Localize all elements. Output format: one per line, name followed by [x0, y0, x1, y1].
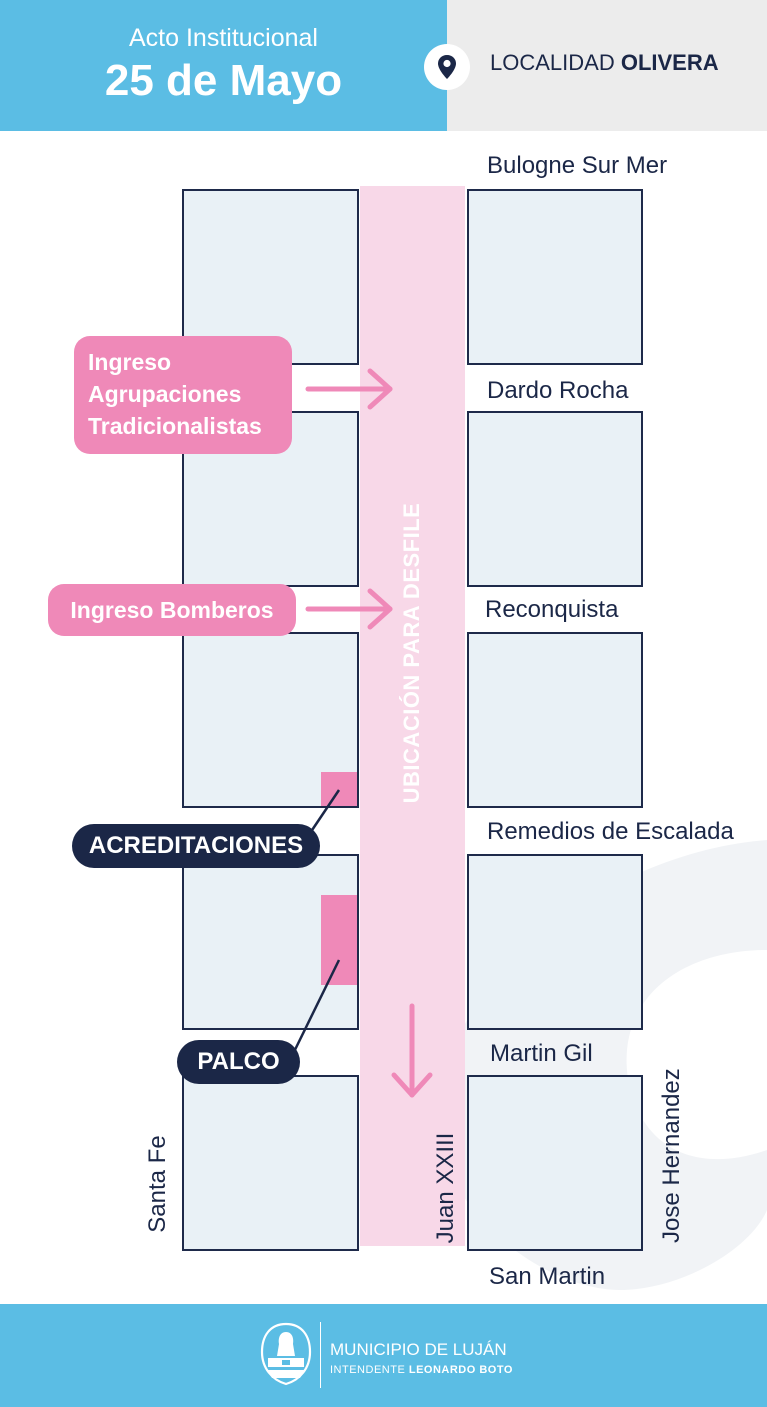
event-subtitle: Acto Institucional — [129, 24, 318, 52]
callout-line: Agrupaciones — [88, 381, 242, 407]
callout-palco: PALCO — [177, 1040, 300, 1084]
city-block — [467, 854, 643, 1030]
city-block — [467, 189, 643, 365]
callout-bomberos-label: Ingreso Bomberos — [70, 597, 274, 623]
location-panel — [447, 0, 767, 131]
street-label-dardo-rocha: Dardo Rocha — [487, 377, 629, 404]
footer-divider — [320, 1322, 321, 1388]
callout-acreditaciones: ACREDITACIONES — [72, 824, 320, 868]
location-label: LOCALIDAD OLIVERA — [490, 50, 719, 76]
intendente-title: INTENDENTE — [330, 1364, 406, 1376]
acreditaciones-marker — [321, 772, 357, 806]
map-pin-icon — [424, 44, 470, 90]
intendente-name: LEONARDO BOTO — [408, 1364, 513, 1376]
street-label-remedios-de-escalada: Remedios de Escalada — [487, 818, 734, 845]
callout-ingreso-agrupaciones: Ingreso Agrupaciones Tradicionalistas — [74, 336, 292, 454]
arrow-right-icon — [305, 368, 393, 410]
location-name: OLIVERA — [620, 50, 719, 75]
arrow-down-icon — [391, 1003, 433, 1098]
location-prefix: LOCALIDAD — [490, 50, 615, 75]
city-block — [182, 189, 359, 365]
palco-leader-line — [288, 959, 341, 1061]
city-block — [467, 1075, 643, 1251]
palco-marker — [321, 895, 357, 985]
arrow-right-icon — [305, 588, 393, 630]
street-label-reconquista: Reconquista — [485, 596, 619, 623]
street-label-bulogne-sur-mer: Bulogne Sur Mer — [487, 152, 668, 179]
municipal-crest-icon — [260, 1322, 312, 1386]
street-label-san-martin: San Martin — [489, 1263, 606, 1290]
event-title: 25 de Mayo — [104, 56, 343, 105]
header-banner — [0, 0, 447, 131]
callout-line: Tradicionalistas — [88, 413, 262, 439]
footer-banner — [0, 1304, 767, 1407]
intendente-label: INTENDENTE LEONARDO BOTO — [330, 1364, 513, 1376]
street-label-martin-gil: Martin Gil — [490, 1040, 593, 1067]
callout-ingreso-bomberos: Ingreso Bomberos — [48, 584, 296, 636]
callout-acreditaciones-label: ACREDITACIONES — [88, 832, 304, 859]
city-block — [467, 632, 643, 808]
callout-line: Ingreso — [88, 349, 172, 375]
city-block — [467, 411, 643, 587]
callout-palco-label: PALCO — [197, 1048, 280, 1075]
municipality-name: MUNICIPIO DE LUJÁN — [330, 1340, 507, 1359]
city-block — [182, 1075, 359, 1251]
